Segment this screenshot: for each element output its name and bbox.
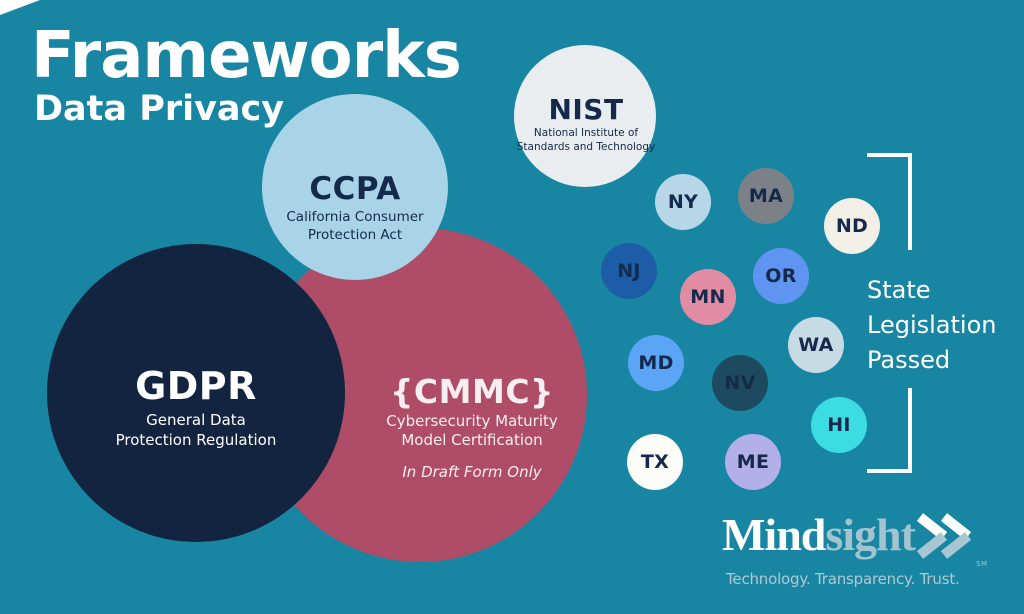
state-label-mn: MN — [690, 286, 726, 308]
logo-wordmark: Mindsight SM — [722, 509, 987, 568]
mindsight-logo: Mindsight SM Technology. Transparency. T… — [722, 509, 987, 588]
nist-desc-line-2: Standards and Technology — [516, 140, 656, 153]
cmmc-abbr: {CMMC} — [389, 372, 555, 411]
state-label-me: ME — [736, 451, 770, 473]
logo-word-sight: sight — [825, 509, 916, 560]
gdpr-desc-line-1: General Data — [146, 410, 246, 429]
nist-abbr: NIST — [548, 93, 624, 126]
state-label-or: OR — [765, 265, 797, 287]
state-circle-me: ME — [725, 434, 781, 490]
state-circle-ma: MA — [738, 168, 794, 224]
state-label-ny: NY — [667, 191, 699, 213]
state-circle-nv: NV — [712, 355, 768, 411]
state-legislation-legend: State Legislation Passed — [867, 273, 996, 378]
nist-desc-line-1: National Institute of — [533, 126, 639, 139]
legend-line-1: State — [867, 276, 931, 304]
legend-line-3: Passed — [867, 346, 951, 374]
state-circle-mn: MN — [680, 269, 736, 325]
state-circle-ny: NY — [655, 174, 711, 230]
ccpa-label-group: CCPA California Consumer Protection Act — [250, 170, 460, 244]
state-circle-or: OR — [753, 248, 809, 304]
page-title: Frameworks — [31, 19, 462, 93]
logo-word-mind: Mind — [722, 509, 826, 560]
nist-circle — [514, 45, 656, 187]
gdpr-label-group: GDPR General Data Protection Regulation — [86, 364, 306, 450]
gdpr-abbr: GDPR — [135, 364, 257, 408]
legend-line-2: Legislation — [867, 311, 997, 339]
state-label-md: MD — [638, 352, 674, 374]
bracket-bottom — [867, 388, 912, 473]
logo-tagline: Technology. Transparency. Trust. — [726, 569, 960, 588]
cmmc-desc-line-1: Cybersecurity Maturity — [386, 411, 558, 430]
state-label-wa: WA — [798, 334, 834, 356]
state-label-nd: ND — [835, 215, 869, 237]
state-circle-hi: HI — [811, 397, 867, 453]
cmmc-label-group: {CMMC} Cybersecurity Maturity Model Cert… — [352, 372, 592, 481]
gdpr-desc-line-2: Protection Regulation — [115, 430, 277, 449]
state-circle-tx: TX — [627, 434, 683, 490]
state-label-tx: TX — [640, 451, 670, 473]
servicemark-text: SM — [976, 560, 988, 568]
state-circle-md: MD — [628, 335, 684, 391]
bracket-top — [867, 153, 912, 250]
state-label-hi: HI — [827, 414, 851, 436]
state-label-nj: NJ — [617, 260, 641, 282]
ccpa-desc-line-2: Protection Act — [307, 226, 403, 243]
cmmc-desc-line-2: Model Certification — [401, 431, 543, 450]
state-label-nv: NV — [724, 372, 756, 394]
ccpa-circle — [262, 94, 448, 280]
state-circle-nj: NJ — [601, 243, 657, 299]
state-circle-wa: WA — [788, 317, 844, 373]
state-circle-nd: ND — [824, 198, 880, 254]
ccpa-desc-line-1: California Consumer — [286, 208, 424, 225]
double-chevron-arrow-icon — [916, 513, 972, 560]
header: Frameworks Data Privacy — [31, 19, 462, 130]
corner-wedge-decoration — [0, 0, 40, 15]
ccpa-abbr: CCPA — [309, 171, 401, 207]
nist-label-group: NIST National Institute of Standards and… — [505, 93, 667, 154]
cmmc-draft-note: In Draft Form Only — [402, 463, 542, 482]
gdpr-circle — [47, 244, 345, 542]
state-label-ma: MA — [748, 185, 784, 207]
page-subtitle: Data Privacy — [34, 89, 285, 130]
